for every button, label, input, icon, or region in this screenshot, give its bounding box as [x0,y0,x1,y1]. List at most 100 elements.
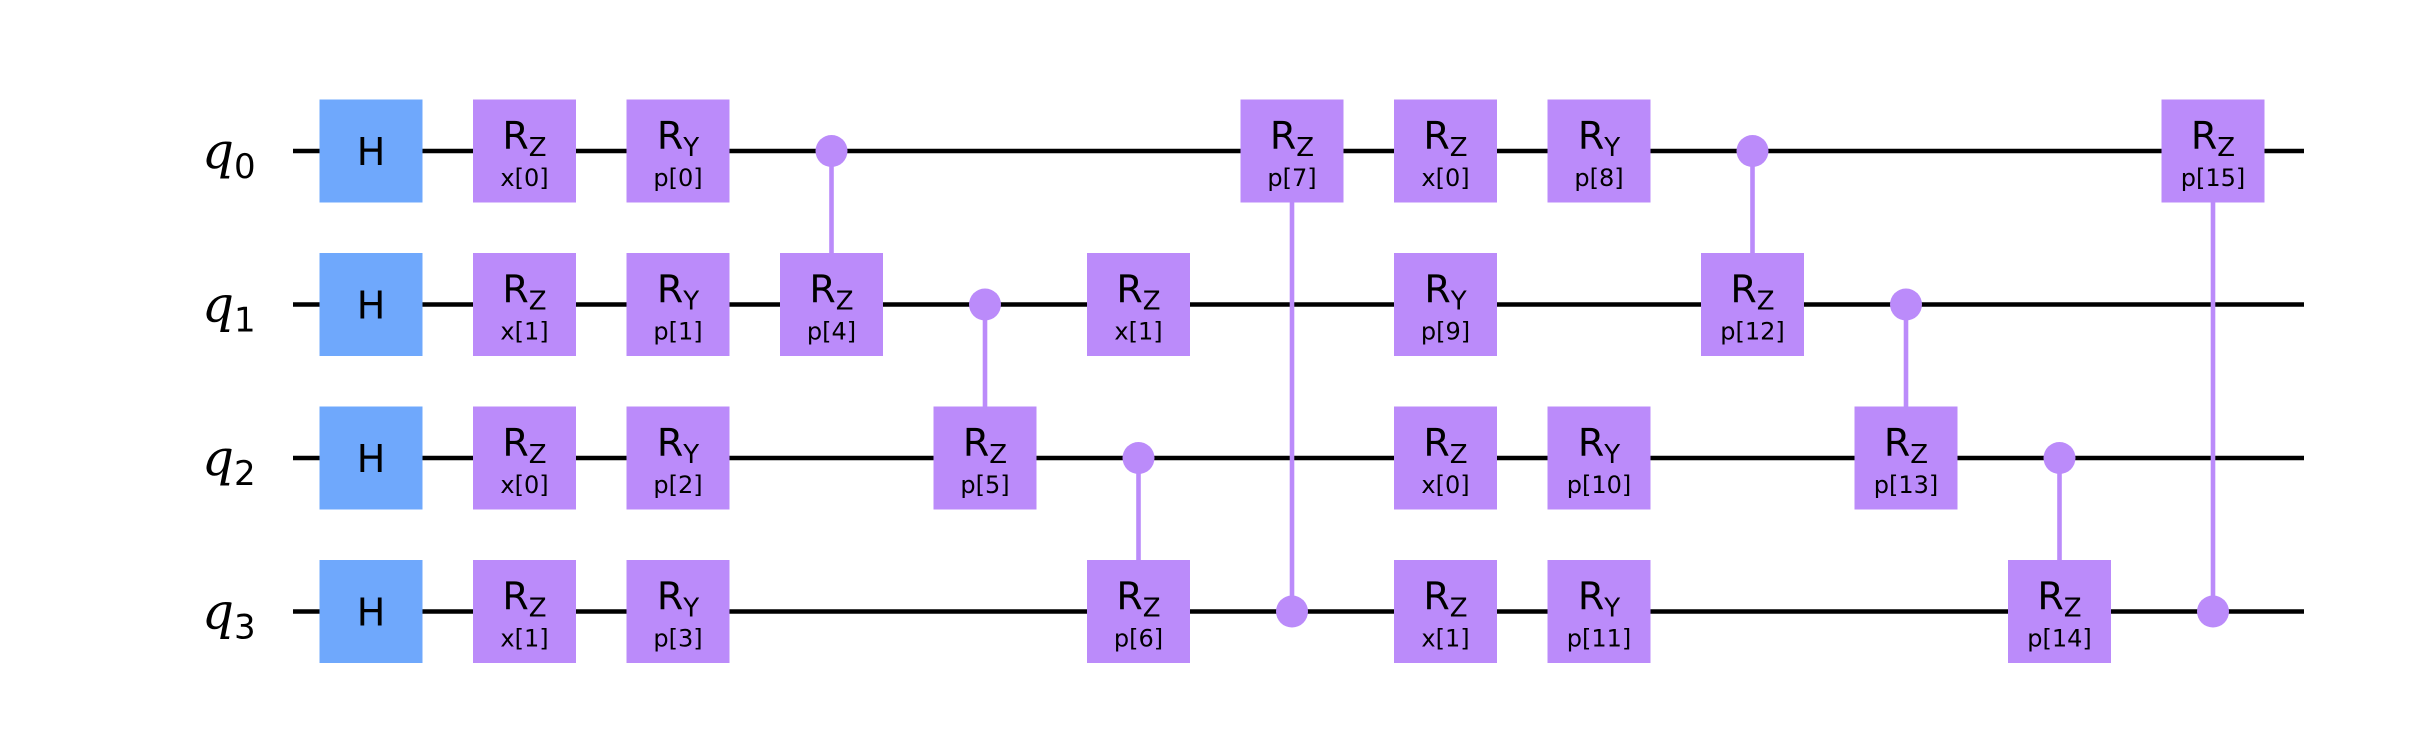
rotation-gate-ry-q2: RYp[2] [626,406,730,510]
gate-label-axis: Y [1450,287,1467,317]
gate-parameter: p[8] [1574,164,1623,192]
gate-label-base: R [1424,268,1450,312]
gates: HHHHRZx[0]RZx[1]RZx[0]RZx[1]RYp[0]RYp[1]… [319,99,2265,663]
control-dot [1736,135,1769,167]
gate-label-axis: Z [1296,133,1314,163]
gate-label: RZ [502,268,546,317]
gate-label: RZ [1884,421,1928,470]
gate-label-axis: Z [1450,594,1468,624]
gate-label: RY [657,421,699,470]
hadamard-gate-q0: H [319,99,423,203]
gate-label: RY [1424,268,1466,317]
gate-label-base: R [1423,421,1449,465]
gate-box [319,99,423,203]
gate-label-base: R [2191,114,2217,158]
qubit-label-index: 3 [234,608,256,648]
gate-box [319,253,423,356]
gate-parameter: p[7] [1267,164,1316,192]
control-dot [1122,442,1155,474]
gate-label-axis: Z [1910,440,1928,470]
gate-parameter: x[1] [500,625,548,653]
gate-label: RY [657,114,699,163]
gate-box [626,560,730,663]
gate-label: RZ [1730,268,1774,317]
gate-label-base: R [657,575,683,619]
gate-label-axis: Z [1757,287,1775,317]
qubit-wires [293,148,2304,614]
gate-label-axis: Z [1143,594,1161,624]
qubit-label-2: q2 [202,429,256,494]
qubit-label-3: q3 [202,583,256,648]
gate-parameter: p[12] [1720,318,1785,346]
gate-label-base: R [1730,268,1756,312]
gate-label-base: R [2037,575,2063,619]
gate-label: RZ [809,268,853,317]
gate-label: RZ [1116,575,1160,624]
gate-label-base: R [1578,421,1604,465]
gate-label: RY [657,575,699,624]
gate-parameter: p[2] [653,471,702,499]
gate-parameter: p[1] [653,318,702,346]
gate-parameter: p[4] [807,318,856,346]
gate-box [1394,406,1497,510]
gate-label-axis: Z [529,133,547,163]
gate-parameter: x[0] [1421,471,1469,499]
gate-parameter: x[1] [1114,318,1162,346]
gate-label-base: R [1423,575,1449,619]
rotation-gate-ry-q2: RYp[10] [1547,406,1651,510]
rotation-gate-crz-q2: RZp[13] [1854,406,1958,510]
gate-box [473,406,576,510]
gate-label: RZ [1423,575,1467,624]
gate-box [1854,406,1958,510]
gate-label: RY [657,268,699,317]
gate-label-base: R [657,114,683,158]
gate-box [1087,253,1190,356]
rotation-gate-crz-q3: RZp[6] [1087,560,1190,663]
gate-label-base: R [1578,575,1604,619]
rotation-gate-rz-q0: RZx[0] [1394,99,1497,203]
gate-box [1394,560,1497,663]
control-dot [2197,595,2229,628]
gate-label-base: R [809,268,835,312]
rotation-gate-ry-q1: RYp[9] [1394,253,1497,356]
hadamard-gate-q3: H [319,560,423,663]
qubit-label-1: q1 [202,276,256,341]
gate-label-axis: Z [1143,287,1161,317]
gate-label-axis: Y [1603,133,1620,163]
qubit-label-letter: q [202,276,234,334]
gate-label: H [357,130,386,174]
gate-box [2161,99,2265,203]
gate-label-base: R [502,114,528,158]
gate-box [933,406,1037,510]
control-connections [815,135,2229,628]
gate-parameter: x[0] [500,164,548,192]
gate-label: RZ [1116,268,1160,317]
rotation-gate-crz-q3: RZp[14] [2008,560,2111,663]
gate-label-base: R [1884,421,1910,465]
gate-label: H [357,437,386,481]
gate-label-base: R [1578,114,1604,158]
gate-box [1547,99,1651,203]
gate-label-base: R [1116,268,1142,312]
rotation-gate-crz-q1: RZp[12] [1701,253,1804,356]
rotation-gate-rz-q2: RZx[0] [1394,406,1497,510]
qubit-label-letter: q [202,583,234,641]
gate-label: H [357,284,386,328]
gate-label-axis: Y [1603,440,1620,470]
gate-label: RZ [1423,421,1467,470]
gate-box [780,253,883,356]
gate-label: RZ [502,421,546,470]
gate-label: RZ [502,114,546,163]
rotation-gate-rz-q3: RZx[1] [473,560,576,663]
gate-label-axis: Z [989,440,1007,470]
rotation-gate-ry-q3: RYp[11] [1547,560,1651,663]
gate-label: RZ [502,575,546,624]
gate-label: RZ [2037,575,2081,624]
gate-label: RY [1578,575,1620,624]
hadamard-gate-q1: H [319,253,423,356]
gate-label-axis: Z [2064,594,2082,624]
gate-box [626,99,730,203]
hadamard-gate-q2: H [319,406,423,510]
gate-parameter: x[0] [500,471,548,499]
